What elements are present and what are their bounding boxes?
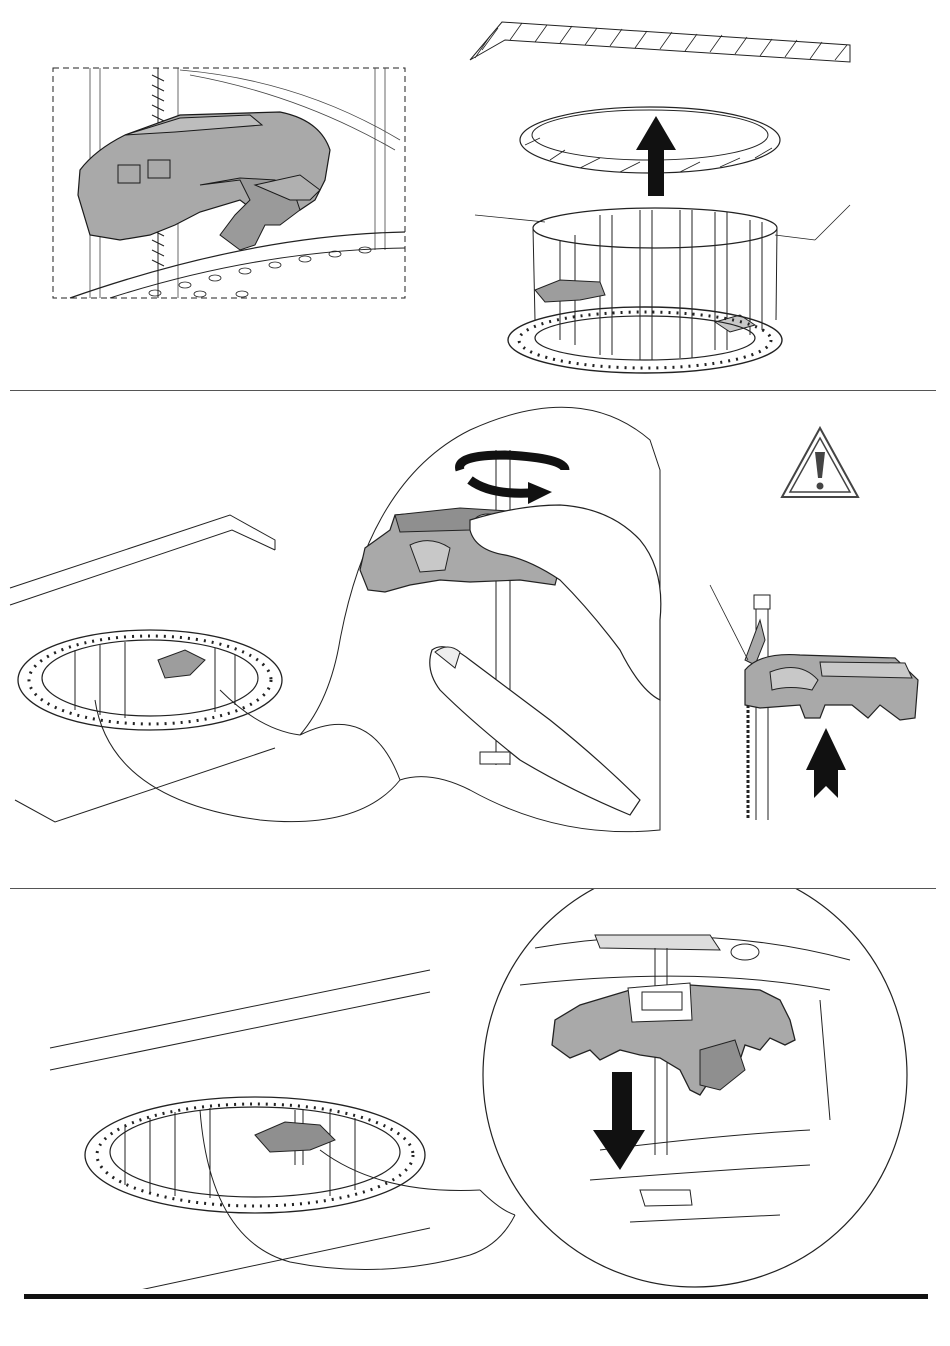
step-2-illustration [0, 391, 950, 888]
step-2-panel [0, 391, 950, 888]
step-1-panel [0, 0, 950, 390]
magnified-detail [300, 407, 661, 831]
up-arrow-icon [806, 728, 846, 798]
step-1-illustration [0, 0, 950, 390]
housing-in-ceiling [85, 1097, 515, 1270]
clamp-detail-view [53, 68, 405, 298]
magnified-detail [480, 889, 907, 1287]
clamp-shape [78, 112, 330, 240]
step-3-illustration [0, 889, 950, 1289]
step-3-panel [0, 889, 950, 1289]
warning-triangle-icon [782, 428, 858, 497]
footer-rule [24, 1294, 928, 1299]
downlight-housing [475, 205, 850, 373]
